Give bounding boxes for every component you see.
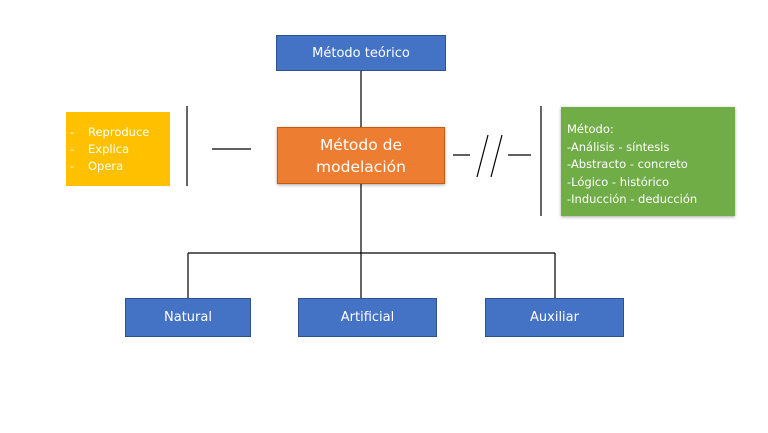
right-box-item: -Análisis - síntesis bbox=[567, 139, 670, 154]
center-box-metodo-modelacion: Método de modelación bbox=[277, 127, 445, 184]
left-box-item: -Reproduce bbox=[70, 124, 170, 141]
center-box-line2: modelación bbox=[316, 157, 406, 176]
center-box-line1: Método de bbox=[319, 135, 403, 154]
bullet-dash: - bbox=[70, 159, 75, 173]
bullet-dash: - bbox=[70, 125, 75, 139]
right-box-item: -Lógico - histórico bbox=[567, 174, 670, 189]
left-box-item: -Opera bbox=[70, 158, 170, 175]
top-box-metodo-teorico: Método teórico bbox=[276, 35, 446, 71]
right-separator-slash-2 bbox=[490, 134, 503, 178]
right-box-title: Método: bbox=[567, 122, 614, 136]
left-box-item-label: Explica bbox=[88, 142, 130, 156]
right-separator-slash-1 bbox=[476, 134, 489, 178]
left-box-features: -Reproduce -Explica -Opera bbox=[66, 112, 170, 186]
right-box-item: -Abstracto - concreto bbox=[567, 157, 688, 171]
left-box-item-label: Opera bbox=[88, 159, 124, 173]
right-box-methods: Método: -Análisis - síntesis -Abstracto … bbox=[561, 107, 735, 216]
bottom-box-auxiliar: Auxiliar bbox=[485, 298, 624, 337]
bottom-box-label: Natural bbox=[164, 310, 212, 325]
left-box-item: -Explica bbox=[70, 141, 170, 158]
bottom-box-label: Artificial bbox=[340, 310, 395, 325]
bottom-box-artificial: Artificial bbox=[298, 298, 437, 337]
bottom-box-label: Auxiliar bbox=[530, 310, 579, 325]
right-box-item: -Inducción - deducción bbox=[567, 192, 698, 206]
top-box-label: Método teórico bbox=[312, 45, 410, 61]
bullet-dash: - bbox=[70, 142, 75, 156]
left-box-item-label: Reproduce bbox=[88, 125, 150, 139]
left-box-list: -Reproduce -Explica -Opera bbox=[70, 124, 170, 175]
bottom-box-natural: Natural bbox=[125, 298, 251, 337]
